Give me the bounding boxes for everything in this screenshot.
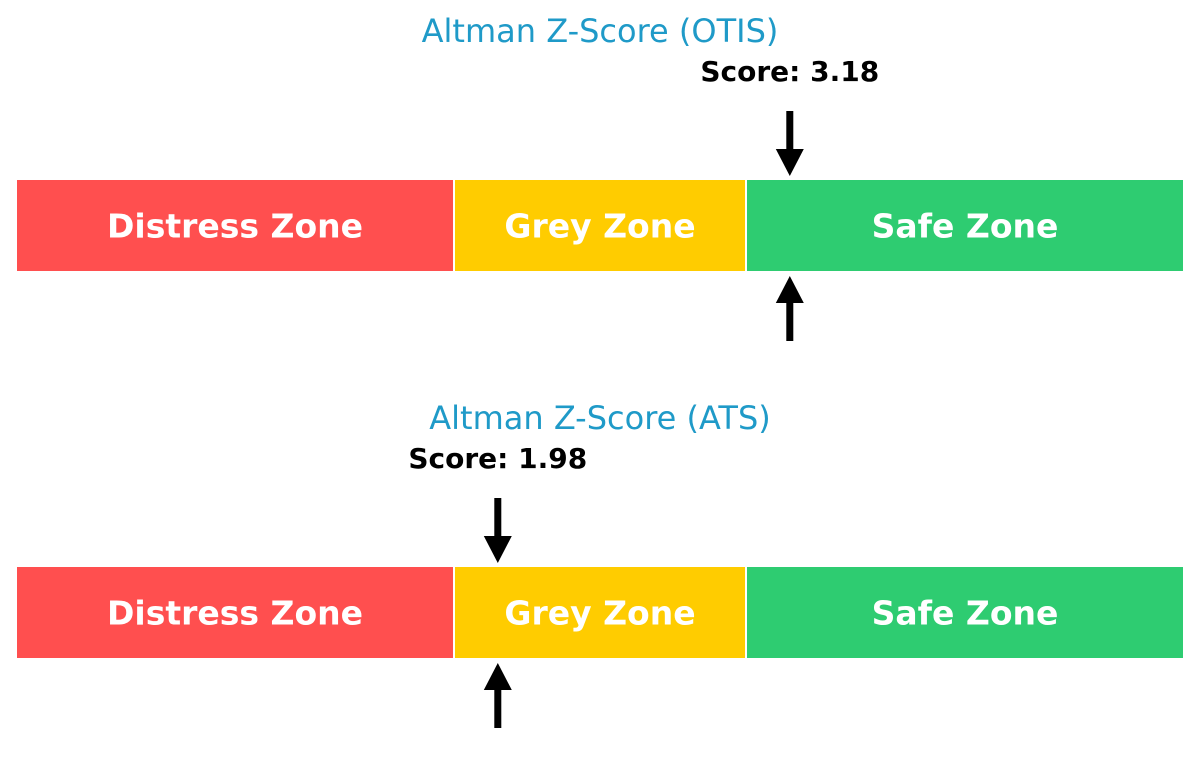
zone-bar-distress (15, 178, 455, 273)
score-marker-arrow-up (483, 663, 512, 728)
zscore-gauge-0: Altman Z-Score (OTIS) Distress Zone Grey Z… (15, 12, 1185, 341)
zone-label-safe: Safe Zone (872, 594, 1059, 633)
chart-title: Altman Z-Score (OTIS) (422, 12, 779, 50)
score-marker-arrow-up (775, 276, 804, 341)
zone-label-grey: Grey Zone (504, 594, 695, 633)
score-marker-arrow-down (483, 498, 512, 563)
score-label: Score: 3.18 (700, 55, 879, 88)
score-marker-arrow-down (775, 111, 804, 176)
zone-bar-distress (15, 565, 455, 660)
zone-label-grey: Grey Zone (504, 207, 695, 246)
zone-label-distress: Distress Zone (107, 207, 363, 246)
zone-label-safe: Safe Zone (872, 207, 1059, 246)
zone-bar-safe (745, 178, 1185, 273)
zone-bar-grey (453, 178, 747, 273)
score-label: Score: 1.98 (408, 442, 587, 475)
zone-bar-safe (745, 565, 1185, 660)
zone-bar-grey (453, 565, 747, 660)
zone-label-distress: Distress Zone (107, 594, 363, 633)
zscore-gauge-1: Altman Z-Score (ATS) Distress Zone Grey Zo… (15, 399, 1185, 728)
chart-title: Altman Z-Score (ATS) (429, 399, 771, 437)
